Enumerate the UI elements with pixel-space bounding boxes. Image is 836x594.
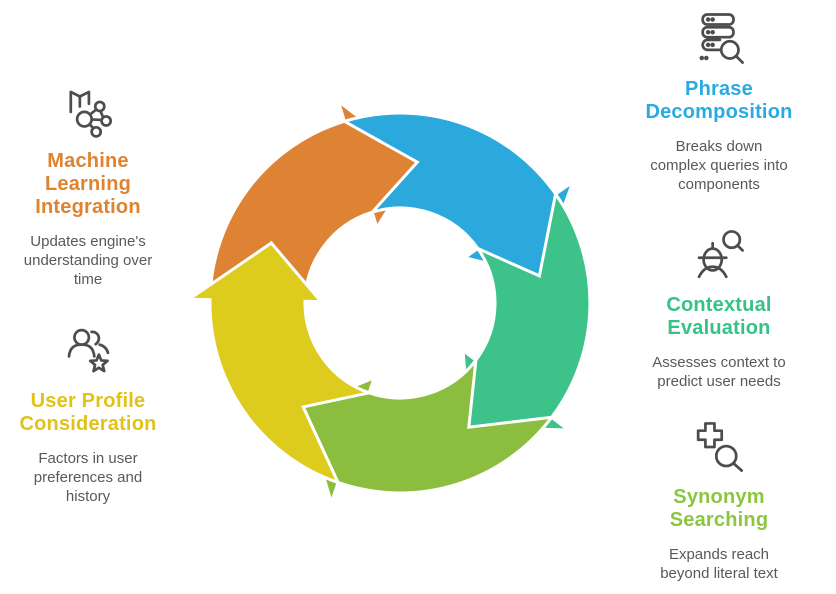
panel-description: Assesses context to predict user needs — [652, 354, 786, 390]
panel-phrase-decomposition: Phrase Decomposition Breaks down complex… — [630, 10, 808, 194]
panel-title: Machine Learning Integration — [35, 150, 141, 218]
book-network-icon — [69, 90, 113, 138]
panel-synonym-searching: Synonym Searching Expands reach beyond l… — [630, 418, 808, 583]
person-search-icon — [697, 230, 744, 279]
panel-machine-learning: Machine Learning Integration Updates eng… — [2, 82, 174, 289]
panel-user-profile: User Profile Consideration Factors in us… — [2, 322, 174, 506]
panel-description: Breaks down complex queries into compone… — [650, 138, 788, 193]
users-star-icon — [67, 328, 110, 373]
panel-description: Factors in user preferences and history — [33, 450, 143, 505]
server-search-icon — [699, 13, 744, 64]
panel-title: Synonym Searching — [669, 486, 769, 531]
plus-search-icon — [696, 422, 744, 472]
panel-description: Expands reach beyond literal text — [660, 546, 778, 582]
panel-title: Phrase Decomposition — [645, 78, 793, 123]
panel-title: Contextual Evaluation — [666, 294, 772, 339]
cycle-arrow-user-profile — [184, 240, 375, 486]
panel-contextual-evaluation: Contextual Evaluation Assesses context t… — [630, 226, 808, 391]
panel-title: User Profile Consideration — [19, 390, 157, 435]
panel-description: Updates engine's understanding over time — [23, 233, 153, 288]
